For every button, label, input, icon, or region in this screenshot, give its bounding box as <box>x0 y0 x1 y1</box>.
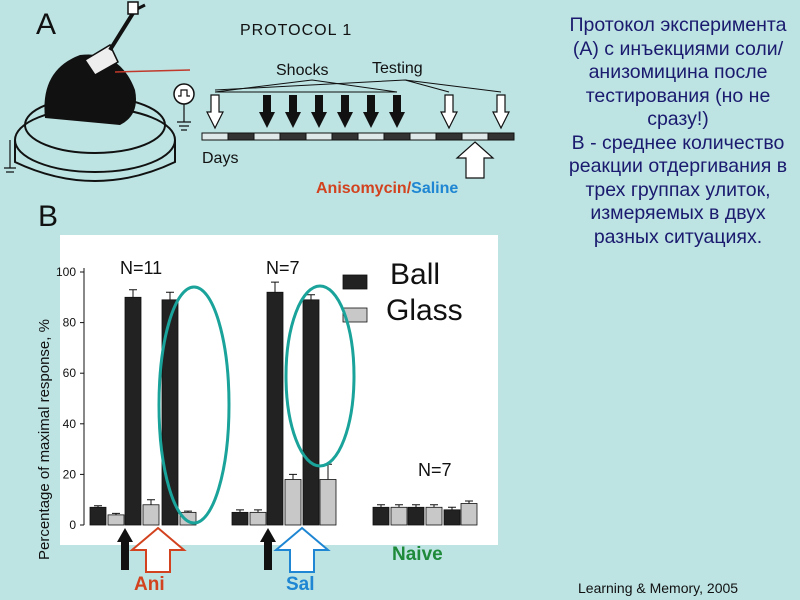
group-label-sal: Sal <box>286 574 315 595</box>
anisomycin-label: Anisomycin/ <box>316 180 412 197</box>
y-tick-label: 0 <box>69 518 76 532</box>
error-bar <box>184 510 192 513</box>
bar-sal-ball <box>231 511 249 526</box>
legend-glass-swatch <box>342 307 368 323</box>
y-axis-label: Percentage of maximal response, % <box>36 319 53 560</box>
y-tick-label: 40 <box>63 417 77 431</box>
testing-label: Testing <box>372 60 423 77</box>
timeline-day-segment <box>487 132 515 141</box>
error-bar <box>236 509 244 513</box>
test-arrow <box>492 94 510 130</box>
shock-arrow <box>363 95 379 128</box>
n-label-ani: N=11 <box>120 258 163 278</box>
bar-sal-glass <box>249 511 267 526</box>
saline-label: Saline <box>411 180 459 197</box>
shock-arrow <box>311 95 327 128</box>
legend-ball-label: Ball <box>390 258 441 291</box>
injection-arrow <box>455 141 495 179</box>
bar-naive-ball <box>407 506 425 526</box>
testing-bracket-lines <box>214 79 502 93</box>
error-bar <box>395 504 403 508</box>
panel-b-label: B <box>38 200 59 233</box>
shocks-bracket-lines <box>214 79 398 93</box>
panel-a-label: A <box>36 8 57 41</box>
shocks-label: Shocks <box>276 62 329 79</box>
y-tick-label: 60 <box>63 366 77 380</box>
test-arrow <box>206 94 224 130</box>
sal-ball-arrow <box>260 528 276 570</box>
error-bar <box>430 504 438 508</box>
ani-injection-arrow <box>129 526 187 573</box>
error-bar <box>166 291 174 300</box>
y-tick-label: 20 <box>63 467 77 481</box>
error-bar <box>448 506 456 510</box>
bar-sal-glass <box>284 479 302 526</box>
y-tick-label: 100 <box>56 265 76 279</box>
error-bar <box>289 473 297 480</box>
bar-naive-glass <box>460 503 478 526</box>
protocol-title: PROTOCOL 1 <box>240 22 353 39</box>
bar-naive-glass <box>390 506 408 526</box>
group-label-naive: Naive <box>392 544 443 565</box>
shock-arrow <box>285 95 301 128</box>
legend-glass-label: Glass <box>386 294 463 327</box>
bar-sal-ball <box>302 299 320 526</box>
highlight-ellipse-ani <box>157 285 231 525</box>
error-bar <box>112 512 120 515</box>
citation: Learning & Memory, 2005 <box>578 580 739 596</box>
error-bar <box>271 281 279 293</box>
y-tick-label: 80 <box>63 316 77 330</box>
sal-injection-arrow <box>273 526 331 573</box>
shock-arrow <box>259 95 275 128</box>
error-bar <box>94 505 102 508</box>
bar-naive-ball <box>443 509 461 526</box>
bar-naive-ball <box>372 506 390 526</box>
bar-ani-glass <box>142 504 160 526</box>
bar-sal-ball <box>266 291 284 526</box>
n-label-naive: N=7 <box>418 460 452 480</box>
bar-sal-glass <box>319 479 337 526</box>
bar-ani-ball <box>124 296 142 526</box>
description-text: Протокол эксперимента (А) с инъекциями с… <box>568 14 788 248</box>
shock-arrow <box>337 95 353 128</box>
test-arrow <box>440 94 458 130</box>
error-bar <box>465 500 473 504</box>
n-label-sal: N=7 <box>266 258 300 278</box>
snail-apparatus-illustration <box>4 1 195 182</box>
bar-ani-ball <box>89 506 107 526</box>
legend-ball-swatch <box>342 274 368 290</box>
error-bar <box>147 499 155 505</box>
error-bar <box>129 289 137 298</box>
days-label: Days <box>202 150 239 167</box>
highlight-ellipse-sal <box>284 284 356 468</box>
group-label-ani: Ani <box>134 574 165 595</box>
error-bar <box>377 504 385 508</box>
bar-naive-glass <box>425 506 443 526</box>
bar-ani-glass <box>107 514 125 526</box>
error-bar <box>254 509 262 513</box>
error-bar <box>307 294 315 300</box>
ani-ball-arrow <box>117 528 133 570</box>
error-bar <box>412 504 420 508</box>
drug-label: Anisomycin/Saline <box>316 180 458 198</box>
shock-arrow <box>389 95 405 128</box>
